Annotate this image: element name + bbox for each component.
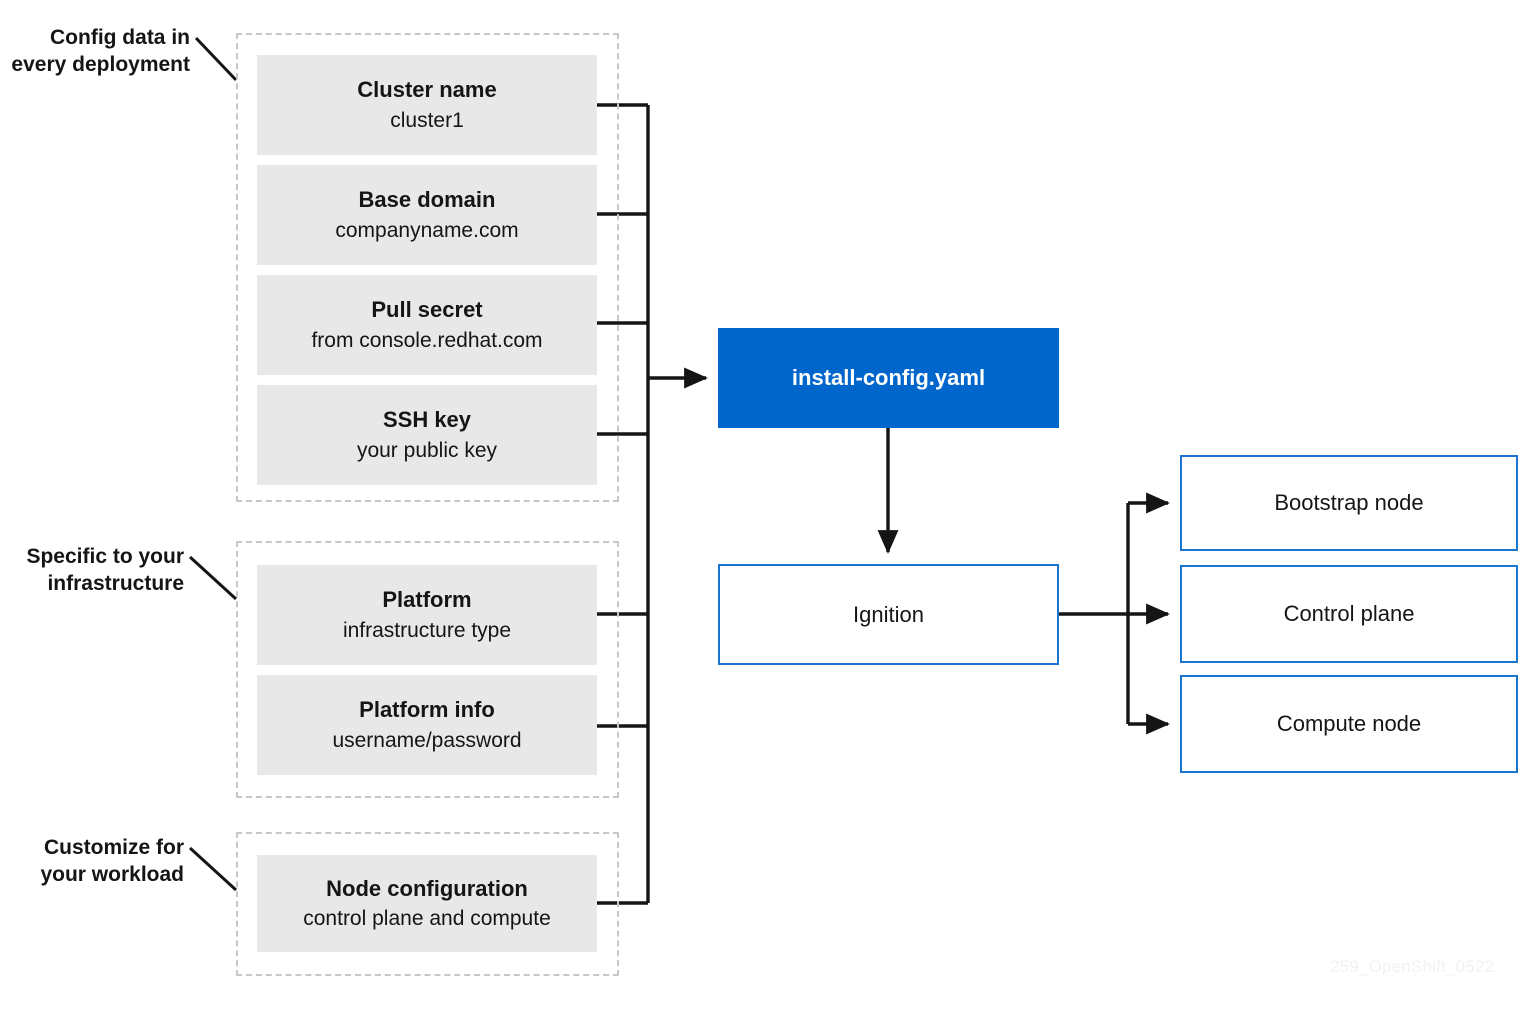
config-card-base-domain[interactable]: Base domain companyname.com <box>257 165 597 265</box>
ignition-label: Ignition <box>853 601 924 627</box>
config-card-platform-info[interactable]: Platform info username/password <box>257 675 597 775</box>
config-card-title: Platform info <box>359 697 495 723</box>
install-config-yaml-label: install-config.yaml <box>791 365 986 390</box>
config-card-subtitle: username/password <box>332 728 522 752</box>
config-card-title: Platform <box>382 587 472 613</box>
config-card-subtitle: from console.redhat.com <box>311 328 543 352</box>
config-card-node-configuration[interactable]: Node configuration control plane and com… <box>257 855 597 952</box>
dashed-group-infrastructure <box>236 541 619 798</box>
compute-node-box[interactable]: Compute node <box>1180 675 1518 773</box>
control-plane-box[interactable]: Control plane <box>1180 565 1518 663</box>
config-card-subtitle: cluster1 <box>390 108 464 132</box>
bootstrap-node-label: Bootstrap node <box>1274 490 1424 515</box>
config-card-title: Node configuration <box>326 875 528 901</box>
config-card-title: Cluster name <box>357 77 497 103</box>
config-card-ssh-key[interactable]: SSH key your public key <box>257 385 597 485</box>
bootstrap-node-box[interactable]: Bootstrap node <box>1180 455 1518 551</box>
group-label-every-deployment: Config data in every deployment <box>11 26 190 77</box>
group-label-infrastructure: Specific to your infrastructure <box>26 545 184 596</box>
config-card-title: SSH key <box>382 407 472 433</box>
config-card-pull-secret[interactable]: Pull secret from console.redhat.com <box>257 275 597 375</box>
config-card-subtitle: your public key <box>356 438 498 462</box>
config-card-title: Base domain <box>358 187 496 213</box>
watermark-label: 259_OpenShift_0522 <box>1330 957 1495 976</box>
config-card-subtitle: control plane and compute <box>303 907 551 931</box>
config-card-title: Pull secret <box>371 297 483 323</box>
compute-node-label: Compute node <box>1276 711 1422 736</box>
install-config-yaml-box[interactable]: install-config.yaml <box>718 328 1059 428</box>
dashed-group-workload <box>236 832 619 976</box>
config-card-subtitle: infrastructure type <box>342 618 512 642</box>
dashed-group-every-deployment <box>236 33 619 502</box>
config-card-cluster-name[interactable]: Cluster name cluster1 <box>257 55 597 155</box>
config-card-subtitle: companyname.com <box>335 218 519 242</box>
control-plane-label: Control plane <box>1283 601 1415 626</box>
config-card-platform[interactable]: Platform infrastructure type <box>257 565 597 665</box>
ignition-box[interactable]: Ignition <box>718 564 1059 665</box>
group-label-workload: Customize for your workload <box>40 836 184 887</box>
